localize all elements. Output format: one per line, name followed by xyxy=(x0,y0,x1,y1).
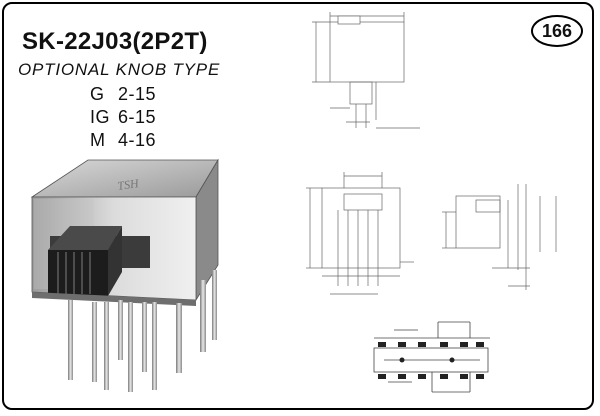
model-title: SK-22J03(2P2T) xyxy=(22,28,208,55)
circuit-contacts xyxy=(378,342,484,379)
knob-option-ig: IG 6-15 xyxy=(90,107,156,128)
knob-option-m: M 4-16 xyxy=(90,130,156,151)
knob-option-code: G xyxy=(90,84,105,104)
page-number-badge: 166 xyxy=(531,15,583,47)
knob-option-range: 4-16 xyxy=(118,130,157,150)
tsh-engraving: TSH xyxy=(116,176,140,193)
top-view-drawing xyxy=(312,12,420,129)
knob-option-code: M xyxy=(90,130,106,150)
front-view-drawing xyxy=(306,172,414,295)
circuit-schematic xyxy=(373,321,490,393)
knob-option-g: G 2-15 xyxy=(90,84,156,105)
slide-knob xyxy=(48,226,122,296)
switch-product-illustration: TSH xyxy=(30,158,219,392)
side-view-drawing xyxy=(442,184,557,290)
knob-type-subtitle: OPTIONAL KNOB TYPE xyxy=(18,60,221,79)
knob-option-range: 6-15 xyxy=(118,107,157,127)
knob-option-range: 2-15 xyxy=(118,84,157,104)
knob-option-code: IG xyxy=(90,107,111,127)
